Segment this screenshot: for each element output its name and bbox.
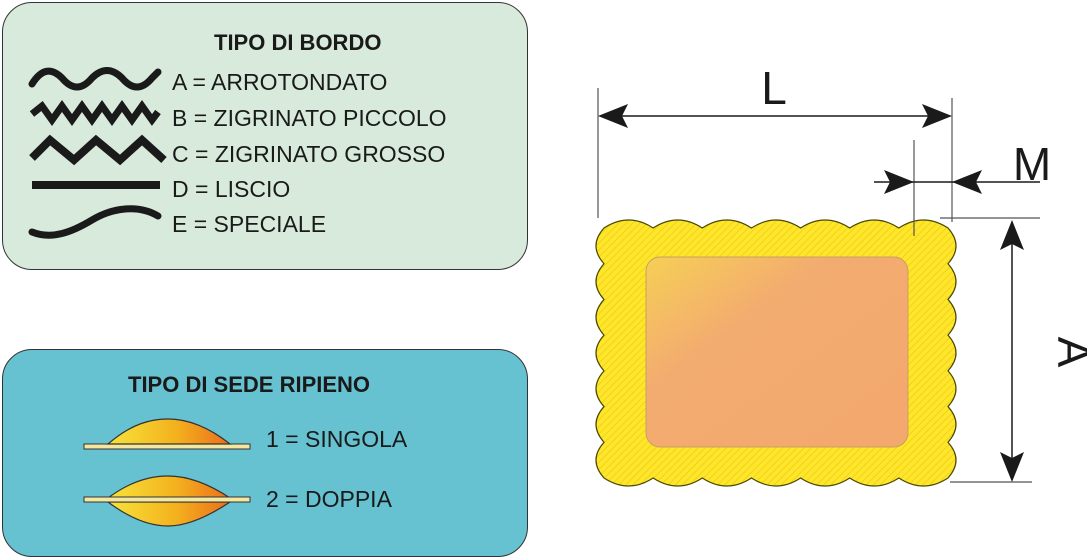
filling-type-2-label: 2 = DOPPIA [266, 486, 392, 512]
filling-area [645, 256, 909, 448]
a-arrow-bottom [1000, 452, 1024, 482]
l-arrow-right [922, 104, 952, 128]
edge-type-b-label: B = ZIGRINATO PICCOLO [172, 105, 447, 131]
edge-type-a-label: A = ARROTONDATO [172, 69, 388, 95]
filling-type-title: TIPO DI SEDE RIPIENO [128, 372, 371, 397]
filling-type-1-label: 1 = SINGOLA [266, 426, 408, 452]
straight-line-icon [32, 181, 160, 189]
m-arrow-right [952, 170, 982, 194]
l-dimension-label: L [761, 62, 787, 114]
m-dimension-label: M [1013, 138, 1051, 190]
single-filling-icon [83, 418, 251, 450]
a-dimension-label: A [1048, 337, 1087, 368]
edge-type-d-label: D = LISCIO [172, 176, 291, 202]
filling-type-panel [2, 349, 528, 557]
rounded-wave-icon [28, 67, 162, 91]
edge-type-e-label: E = SPECIALE [172, 211, 327, 237]
a-arrow-top [1000, 220, 1024, 250]
l-arrow-left [598, 104, 628, 128]
small-zigzag-icon [29, 100, 161, 127]
edge-type-title: TIPO DI BORDO [214, 30, 382, 55]
special-curve-icon [28, 205, 162, 239]
m-arrow-left [884, 170, 914, 194]
edge-type-c-label: C = ZIGRINATO GROSSO [172, 141, 446, 167]
double-filling-icon [83, 475, 251, 527]
large-zigzag-icon [29, 134, 167, 166]
